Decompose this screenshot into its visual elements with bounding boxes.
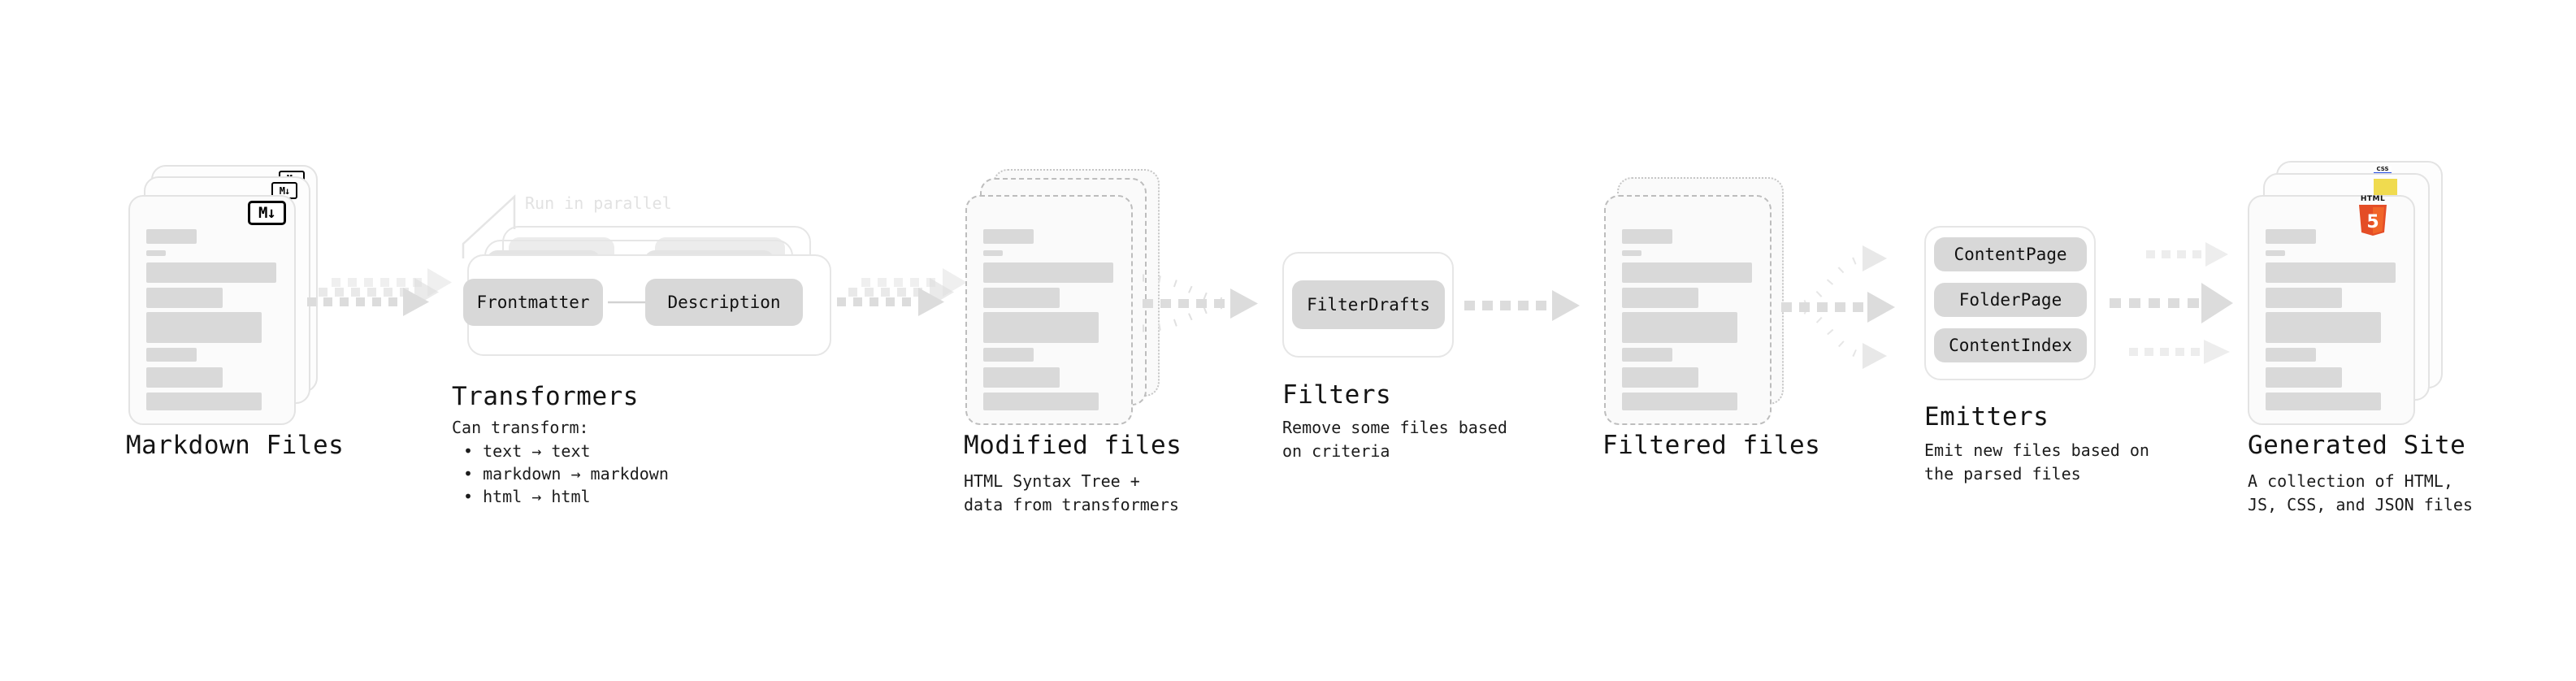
- skeleton-line: [146, 367, 223, 388]
- skeleton-line: [146, 229, 197, 244]
- stage-title-transformers: Transformers: [452, 382, 639, 411]
- connector-modified-to-filters: [1142, 274, 1258, 332]
- markdown-card-front: [128, 195, 296, 425]
- stage-title-markdown-files: Markdown Files: [126, 431, 345, 460]
- skeleton-line: [146, 288, 223, 308]
- modified-files-subtitle: HTML Syntax Tree + data from transformer…: [964, 471, 1179, 514]
- stage-title-emitters: Emitters: [1924, 402, 2049, 432]
- html5-badge-label: HTML: [2360, 195, 2386, 203]
- skeleton-line: [2266, 367, 2342, 388]
- skeleton-line: [983, 288, 1060, 308]
- skeleton-line: [1622, 312, 1737, 343]
- emitters-node-folderpage[interactable]: FolderPage: [1934, 283, 2087, 317]
- transformer-node-frontmatter[interactable]: Frontmatter: [463, 279, 603, 326]
- connector-emitters-to-site: [2110, 242, 2233, 364]
- skeleton-line: [1622, 250, 1641, 256]
- site-card-front: [2248, 195, 2415, 425]
- skeleton-line: [1622, 262, 1752, 283]
- emitters-subtitle: Emit new files based on the parsed files: [1924, 440, 2149, 484]
- skeleton-line: [146, 250, 166, 256]
- stage-title-filtered-files: Filtered files: [1602, 431, 1821, 460]
- connector-filtered-to-emitters: [1781, 245, 1895, 369]
- connector-md-to-transformers: [307, 268, 452, 316]
- skeleton-line: [983, 367, 1060, 388]
- markdown-badge-letter-back1: M: [279, 184, 285, 197]
- filters-node-filterdrafts[interactable]: FilterDrafts: [1292, 280, 1445, 329]
- stage-title-filters: Filters: [1282, 380, 1392, 410]
- css-badge-label: CSS: [2376, 166, 2389, 172]
- skeleton-line: [983, 393, 1099, 410]
- markdown-badge-arrow-back1: ↓: [284, 184, 290, 197]
- skeleton-line: [1622, 288, 1698, 308]
- markdown-badge-arrow: ↓: [267, 203, 276, 222]
- skeleton-line: [146, 348, 197, 362]
- filtered-card-front: [1604, 195, 1772, 425]
- js-badge: [2374, 179, 2397, 196]
- skeleton-line: [2266, 393, 2381, 410]
- transformers-bullet-1: • text → text: [463, 441, 591, 461]
- skeleton-line: [983, 348, 1034, 362]
- skeleton-line: [983, 229, 1034, 244]
- run-in-parallel-label: Run in parallel: [525, 193, 672, 213]
- skeleton-line: [1622, 348, 1672, 362]
- skeleton-line: [2266, 348, 2316, 362]
- generated-site-subtitle: A collection of HTML, JS, CSS, and JSON …: [2248, 471, 2473, 514]
- transformers-bullet-2: • markdown → markdown: [463, 464, 669, 484]
- emitters-node-contentindex[interactable]: ContentIndex: [1934, 328, 2087, 362]
- skeleton-line: [983, 250, 1003, 256]
- skeleton-line: [146, 262, 276, 283]
- stage-title-generated-site: Generated Site: [2248, 431, 2466, 460]
- html5-shield-icon: 5: [2359, 205, 2387, 236]
- skeleton-line: [983, 312, 1099, 343]
- markdown-badge: M↓: [248, 201, 286, 225]
- html5-badge: HTML 5: [2357, 195, 2388, 241]
- skeleton-line: [1622, 393, 1737, 410]
- modified-card-front: [965, 195, 1133, 425]
- skeleton-line: [983, 262, 1113, 283]
- skeleton-line: [2266, 229, 2316, 244]
- skeleton-line: [146, 393, 262, 410]
- stage-title-modified-files: Modified files: [964, 431, 1182, 460]
- transformers-bullet-3: • html → html: [463, 487, 591, 506]
- skeleton-line: [1622, 367, 1698, 388]
- connector-filters-to-filtered: [1464, 290, 1580, 321]
- markdown-badge-letter: M: [258, 203, 267, 222]
- filters-subtitle: Remove some files based on criteria: [1282, 418, 1507, 461]
- transformers-subtitle: Can transform:: [452, 418, 589, 437]
- run-in-parallel-bracket: [462, 194, 516, 258]
- skeleton-line: [2266, 288, 2342, 308]
- skeleton-line: [1622, 229, 1672, 244]
- skeleton-line: [2266, 262, 2396, 283]
- skeleton-line: [2266, 312, 2381, 343]
- transformer-node-description[interactable]: Description: [645, 279, 803, 326]
- skeleton-line: [2266, 250, 2285, 256]
- skeleton-line: [146, 312, 262, 343]
- svg-text:5: 5: [2366, 212, 2379, 232]
- connector-transformers-to-modified: [837, 268, 967, 316]
- emitters-node-contentpage[interactable]: ContentPage: [1934, 237, 2087, 271]
